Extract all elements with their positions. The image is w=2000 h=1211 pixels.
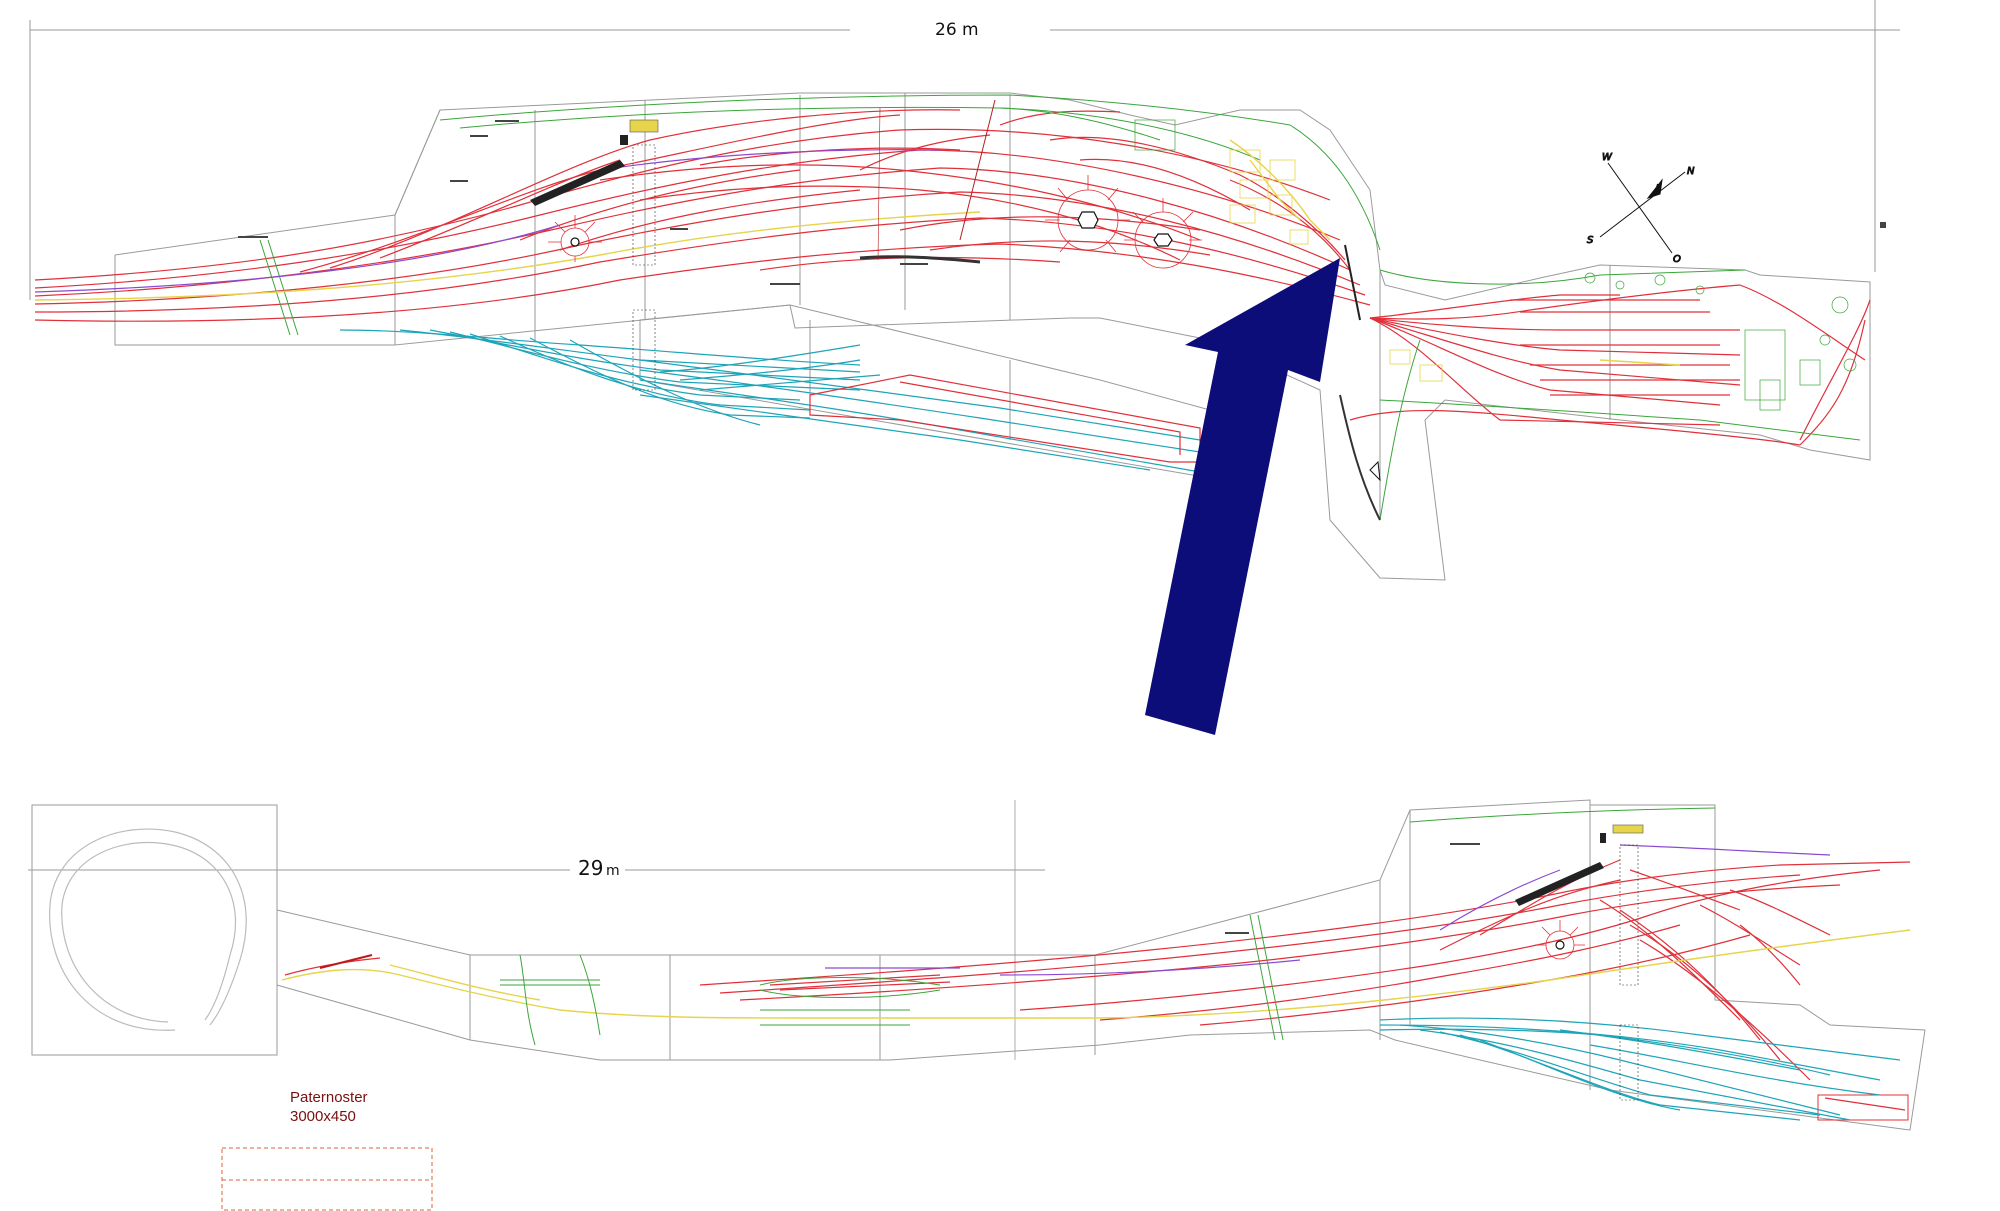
bottom-turntable [1535, 920, 1585, 960]
paternoster-outline [221, 1147, 433, 1211]
top-tiny-marks [238, 120, 1886, 285]
top-structures [530, 99, 1381, 521]
compass-south: S [1587, 235, 1594, 246]
bottom-dimension: 29 m [28, 800, 1045, 1060]
top-green-trees [1134, 119, 1857, 411]
top-green-tracks [259, 94, 1861, 521]
bottom-yellow-tracks [281, 929, 1911, 1019]
bottom-dimension-number: 29 [578, 856, 603, 880]
top-layout-outline [114, 92, 1871, 581]
top-main-tracks [34, 109, 1371, 322]
compass-west: W [1602, 152, 1613, 163]
paternoster-block: Paternoster 3000x450 [221, 1089, 433, 1211]
top-turntable-pits [570, 211, 1173, 247]
top-yellow-tracks [34, 139, 1681, 366]
bottom-storage-tracks [1379, 1017, 1901, 1121]
top-storage-hall [809, 374, 1201, 463]
bottom-purple-tracks [825, 844, 1831, 976]
bottom-dimension-unit: m [606, 863, 620, 879]
bottom-layout-outline [31, 799, 1926, 1131]
bottom-red-dark-segment [319, 954, 373, 969]
compass: W N S O [1587, 152, 1696, 266]
top-turntables [548, 175, 1202, 269]
top-storage-tracks [339, 329, 1201, 473]
paternoster-title: Paternoster [290, 1089, 368, 1106]
top-town-blocks [1229, 149, 1443, 382]
bottom-green-tracks [500, 807, 1716, 1046]
compass-north: N [1687, 166, 1695, 177]
top-east-fan [1349, 284, 1871, 446]
bottom-main-tracks [284, 859, 1911, 1121]
compass-east: O [1673, 254, 1681, 265]
pointer-arrow [1145, 258, 1340, 735]
bottom-helix [49, 828, 247, 1031]
bottom-structures [1225, 824, 1644, 1101]
paternoster-size: 3000x450 [290, 1108, 356, 1125]
top-purple-tracks [34, 149, 941, 293]
top-dimension: 26 m [29, 0, 1900, 300]
top-dimension-label: 26 m [935, 20, 979, 40]
